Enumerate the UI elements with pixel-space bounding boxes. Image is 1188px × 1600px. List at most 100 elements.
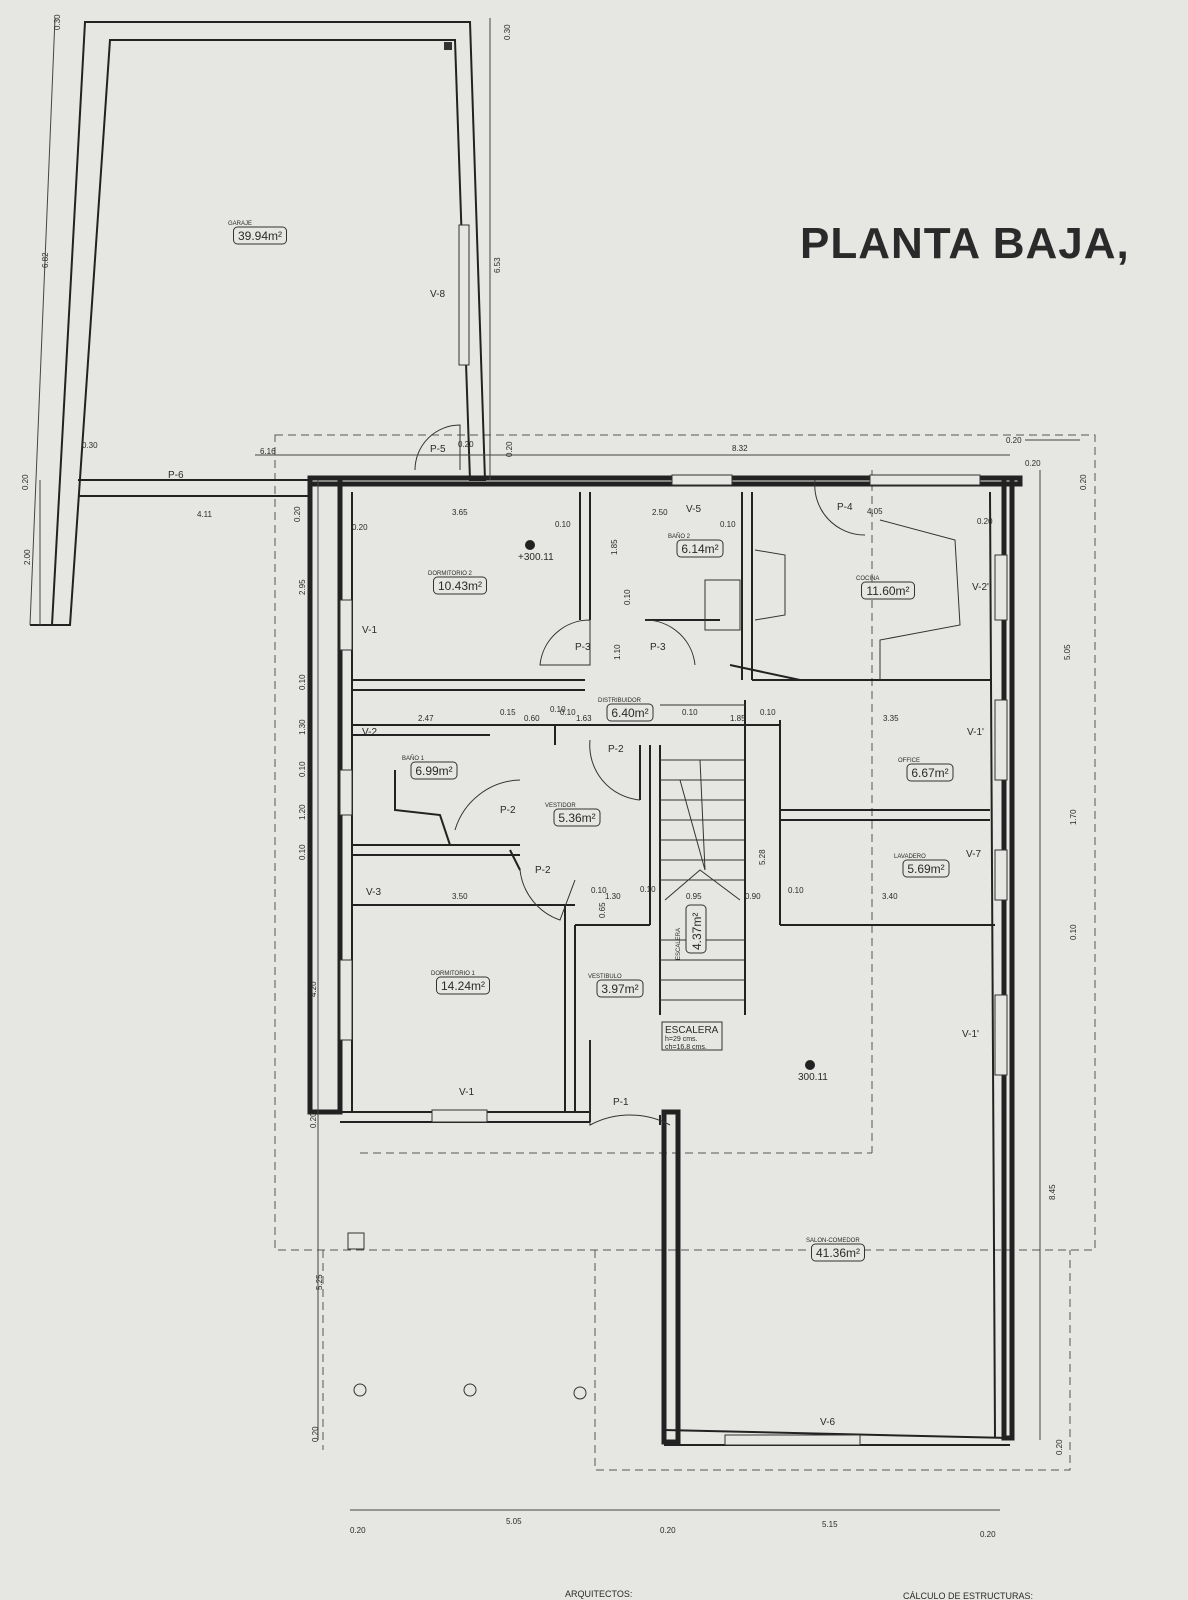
dimension-value: 0.10 [591,886,607,895]
room-name: GARAJE [228,221,252,227]
dimension-value: 0.10 [682,708,698,717]
room-name: OFFICE [898,758,920,764]
dimension-value: 0.30 [503,24,512,40]
room-name: VESTIDOR [545,803,576,809]
room-lavadero: LAVADERO 5.69m² [894,854,950,878]
element-tag: V-1' [967,727,984,738]
dimension-value: 0.10 [720,520,736,529]
dimension-value: 1.63 [576,714,592,723]
room-area: 10.43m² [438,579,482,593]
room-name: BAÑO 2 [668,533,691,540]
stair-title: ESCALERA [665,1025,719,1036]
room-area: 6.14m² [681,542,718,556]
dimension-value: 1.10 [613,644,622,660]
dimension-value: 0.10 [623,589,632,605]
garage-walls [30,21,487,626]
level-value: 300.11 [798,1072,828,1083]
element-tag: V-1 [362,625,377,636]
house-walls [307,475,1023,1446]
element-tag: P-5 [430,444,446,455]
room-area: 6.67m² [911,766,948,780]
plan-title: PLANTA BAJA, [800,219,1130,268]
dimension-value: 0.10 [298,674,307,690]
element-tag: V-2' [972,582,989,593]
dimension-value: 0.20 [311,1426,320,1442]
dimension-value: 0.20 [1025,459,1041,468]
dimension-value: 2.00 [23,549,32,565]
element-tag: V-5 [686,504,701,515]
dimension-value: 0.20 [458,440,474,449]
dashed-outlines [274,434,1096,1471]
element-tag: P-2 [608,744,624,755]
element-tag: P-3 [650,642,666,653]
room-name: DORMITORIO 1 [431,971,476,977]
dimension-value: 6.82 [41,252,50,268]
dimension-value: 0.20 [352,523,368,532]
dimension-value: 0.65 [598,902,607,918]
dimension-value: 0.20 [21,474,30,490]
dimension-value: 0.10 [560,708,576,717]
element-tag: V-8 [430,289,445,300]
dimension-value: 5.05 [506,1517,522,1526]
dimension-value: 5.05 [1063,644,1072,660]
dimension-value: 0.95 [686,892,702,901]
element-tag: P-2 [535,865,551,876]
dimension-value: 3.35 [883,714,899,723]
room-name: BAÑO 1 [402,755,425,762]
garage-window [458,224,470,366]
level-mark: 300.11 [798,1060,828,1083]
room-area: 4.37m² [690,913,704,950]
room-area: 5.36m² [558,811,595,825]
room-escalera_box: ESCALERA 4.37m² [676,904,707,960]
dimension-value: 5.15 [822,1520,838,1529]
room-office: OFFICE 6.67m² [898,758,954,782]
dimension-value: 0.10 [788,886,804,895]
dimension-value: 2.95 [298,579,307,595]
room-name: SALON-COMEDOR [806,1238,860,1244]
dimension-value: 3.50 [452,892,468,901]
dimension-value: 8.32 [732,444,748,453]
element-tag: V-1' [962,1029,979,1040]
dimension-value: 5.28 [758,849,767,865]
room-area: 11.60m² [866,584,909,598]
dimension-value: 2.47 [418,714,434,723]
dimension-value: 0.30 [53,14,62,30]
dimension-value: 0.60 [524,714,540,723]
room-name: DORMITORIO 2 [428,571,473,577]
dimension-value: 0.20 [980,1530,996,1539]
room-name: ESCALERA [676,928,682,960]
element-tag: V-6 [820,1417,835,1428]
dimension-value: 0.20 [1079,474,1088,490]
dimension-value: 0.10 [550,705,566,714]
room-bano1: BAÑO 16.99m² [402,755,458,780]
dimension-value: 0.20 [1055,1439,1064,1455]
dimension-value: 1.85 [730,714,746,723]
room-area: 5.69m² [907,862,944,876]
dimension-value: 6.16 [260,447,276,456]
dimension-value: 8.45 [1048,1184,1057,1200]
dimension-value: 0.10 [298,844,307,860]
room-name: VESTIBULO [588,974,622,980]
room-name: LAVADERO [894,854,926,860]
dimension-value: 0.20 [1006,436,1022,445]
dimension-value: 0.10 [555,520,571,529]
dimension-value: 0.10 [640,885,656,894]
room-vestidor: VESTIDOR 5.36m² [545,803,601,827]
element-tag: P-1 [613,1097,629,1108]
room-area: 6.40m² [611,706,648,720]
dimension-value: 3.65 [452,508,468,517]
element-tag: V-1 [459,1087,474,1098]
columns [347,1232,587,1400]
dimension-value: 0.20 [505,441,514,457]
room-bano2: BAÑO 2 6.14m² [668,533,724,558]
